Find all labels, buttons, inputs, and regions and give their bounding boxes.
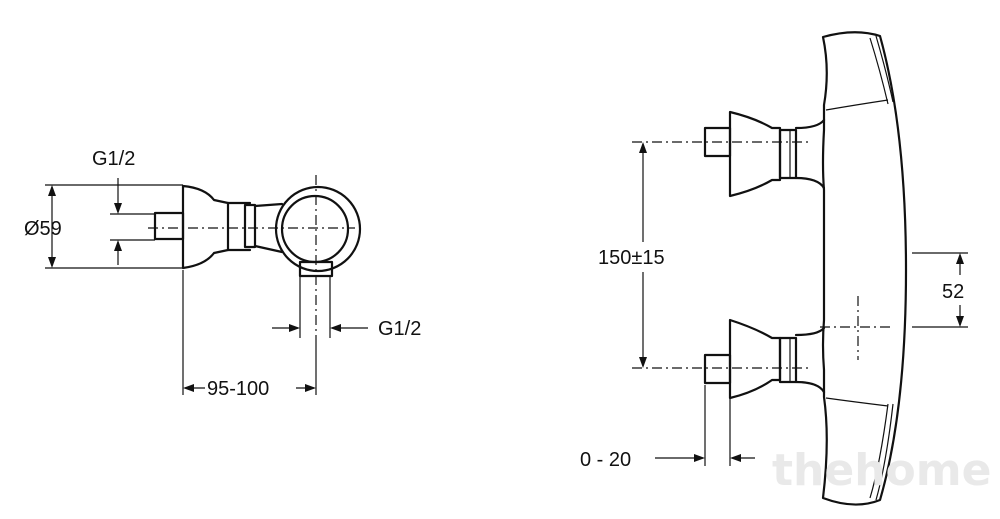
valve-body-inner — [280, 194, 350, 264]
label-inlet-spacing: 150±15 — [598, 247, 665, 269]
eccentric-body — [181, 184, 230, 270]
label-projection: 95-100 — [207, 378, 269, 400]
valve-body-outer — [274, 185, 362, 273]
inlet-connector — [153, 211, 185, 241]
lower-inlet-connector — [703, 353, 732, 385]
label-outlet-thread: G1/2 — [378, 318, 421, 340]
side-view: G1/2 Ø59 G1/2 95-100 — [24, 148, 421, 400]
lower-eccentric — [728, 318, 782, 400]
front-view: 150±15 52 0 - 20 — [580, 31, 968, 506]
union-nut — [243, 203, 257, 249]
watermark-text: thehome — [772, 445, 991, 496]
label-body-diameter: Ø59 — [24, 218, 62, 240]
label-outlet-offset: 52 — [942, 281, 964, 303]
upper-eccentric — [728, 110, 782, 198]
thermostat-body — [821, 31, 908, 506]
label-inlet-thread: G1/2 — [92, 148, 135, 170]
label-eccentric-adjust: 0 - 20 — [580, 449, 631, 471]
